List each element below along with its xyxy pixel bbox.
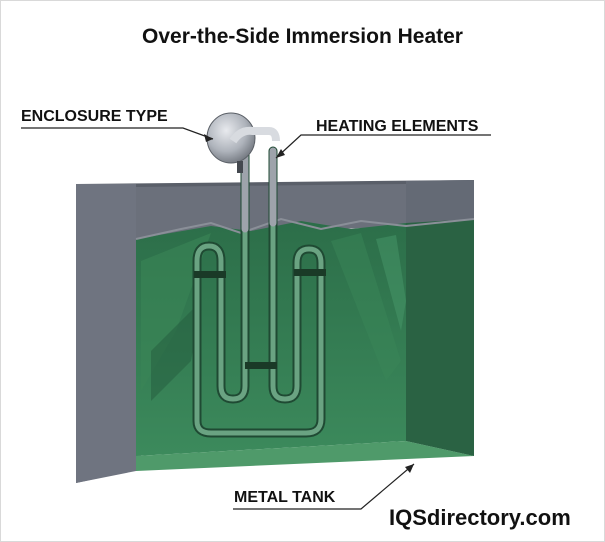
liquid-surface (135, 217, 475, 240)
element-terminal-cap (229, 126, 280, 144)
coil-tube (194, 148, 324, 436)
light-ray (151, 301, 201, 401)
brand-watermark: IQSdirectory.com (389, 505, 571, 530)
coil-clamp (294, 269, 326, 276)
heating-element-coil (192, 146, 326, 438)
tank-leader (233, 463, 415, 510)
tank-front-left (76, 184, 136, 483)
heating-leader (275, 134, 491, 159)
coil-clamp (194, 271, 226, 278)
enclosure-stem (237, 161, 243, 173)
heating-arrowhead (276, 149, 285, 158)
light-ray (331, 233, 401, 381)
coil-clamp (245, 362, 277, 369)
enclosure-head (206, 112, 280, 173)
leader-lines (21, 127, 491, 510)
tank-floor (136, 441, 474, 471)
enclosure-arrowhead (204, 134, 213, 142)
diagram-title: Over-the-Side Immersion Heater (142, 25, 463, 48)
tank-arrowhead (405, 464, 414, 473)
heating-elements-label: HEATING ELEMENTS (316, 118, 479, 135)
liquid-right-side (406, 219, 474, 456)
metal-tank-label: METAL TANK (234, 489, 336, 506)
light-ray (376, 235, 406, 331)
enclosure-leader (21, 127, 214, 140)
enclosure-type-label: ENCLOSURE TYPE (21, 108, 168, 125)
